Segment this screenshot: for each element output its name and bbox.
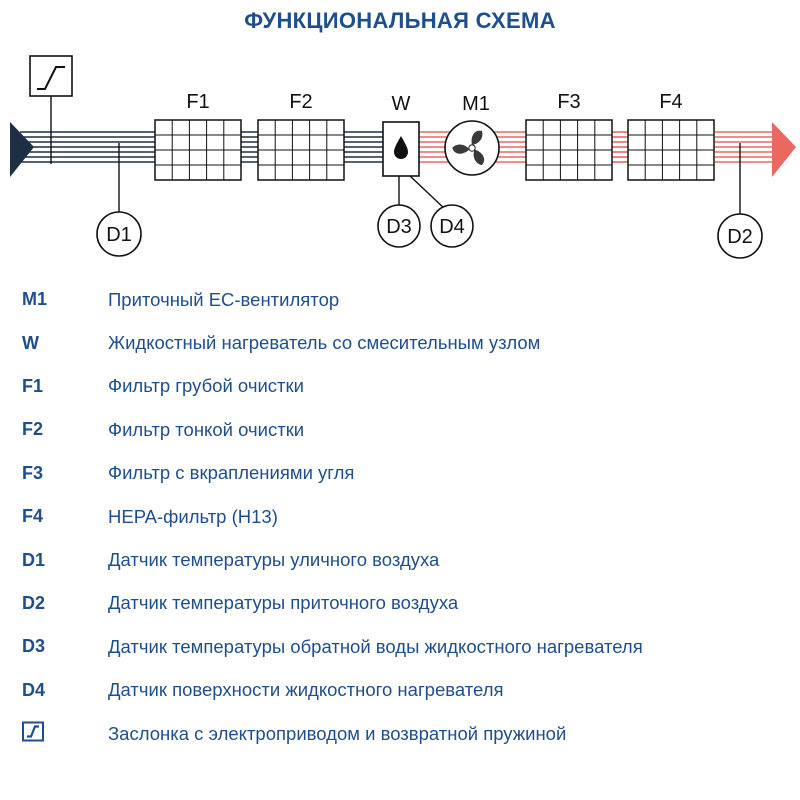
legend-code: D4 <box>22 679 46 700</box>
filter-f4 <box>627 119 715 181</box>
legend-description: Датчик температуры обратной воды жидкост… <box>108 635 643 657</box>
filter-f1 <box>154 119 242 181</box>
filter-f3 <box>525 119 613 181</box>
legend-description: Фильтр с вкраплениями угля <box>108 462 355 484</box>
label-w: W <box>392 93 411 115</box>
label-f4: F4 <box>659 91 682 113</box>
water-drop-icon <box>394 136 408 159</box>
legend-row: D4 Датчик поверхности жидкостного нагрева… <box>0 669 800 712</box>
legend-code: D1 <box>22 549 46 570</box>
legend-code: F4 <box>22 506 44 527</box>
legend-description: HEPA-фильтр (H13) <box>108 505 278 527</box>
legend-row: W Жидкостный нагреватель со смесительным … <box>0 321 800 364</box>
legend-row: D1 Датчик температуры уличного воздуха <box>0 538 800 581</box>
sensor-d4: D4 <box>430 204 474 248</box>
legend-description: Фильтр тонкой очистки <box>108 418 305 440</box>
label-d2: D2 <box>727 226 753 248</box>
damper-actuator-icon <box>29 55 73 164</box>
label-m1: M1 <box>462 93 490 115</box>
legend-code: F2 <box>22 419 44 440</box>
label-f3: F3 <box>557 91 580 113</box>
sensor-d2: D2 <box>717 213 763 259</box>
legend-row: F3 Фильтр с вкраплениями угля <box>0 452 800 495</box>
legend-row: Заслонка с электроприводом и возвратной … <box>0 712 800 755</box>
filter-f2 <box>257 119 345 181</box>
sensor-d1: D1 <box>96 211 142 257</box>
legend-description: Фильтр грубой очистки <box>108 375 304 397</box>
fan-icon <box>444 120 500 176</box>
label-f2: F2 <box>289 91 312 113</box>
legend-code: F3 <box>22 462 44 483</box>
legend-code: D2 <box>22 592 46 613</box>
label-d3: D3 <box>386 216 412 238</box>
legend-row: D2 Датчик температуры приточного воздуха <box>0 582 800 625</box>
label-d1: D1 <box>106 224 132 246</box>
damper-actuator-icon <box>22 721 44 746</box>
outflow-arrow <box>772 122 796 177</box>
water-heater <box>382 121 420 177</box>
legend-description: Заслонка с электроприводом и возвратной … <box>108 722 567 744</box>
legend-description: Датчик температуры приточного воздуха <box>108 592 459 614</box>
sensor-leaders <box>118 143 741 216</box>
inflow-arrow <box>10 122 34 177</box>
inflow-lines <box>20 131 383 163</box>
label-d4: D4 <box>439 216 465 238</box>
legend-row: F2 Фильтр тонкой очистки <box>0 408 800 451</box>
legend-row: M1 Приточный ЕС-вентилятор <box>0 278 800 321</box>
legend-code: M1 <box>22 289 48 310</box>
legend-row: F1 Фильтр грубой очистки <box>0 365 800 408</box>
legend-description: Датчик температуры уличного воздуха <box>108 549 440 571</box>
legend-row: D3 Датчик температуры обратной воды жидко… <box>0 625 800 668</box>
page-title: ФУНКЦИОНАЛЬНАЯ СХЕМА <box>244 8 556 33</box>
legend-code: F1 <box>22 375 44 396</box>
label-f1: F1 <box>186 91 209 113</box>
sensor-d3: D3 <box>377 204 421 248</box>
legend-description: Приточный ЕС-вентилятор <box>108 288 340 310</box>
legend-description: Жидкостный нагреватель со смесительным у… <box>108 332 541 354</box>
legend-description: Датчик поверхности жидкостного нагревате… <box>108 679 504 701</box>
legend-code: D3 <box>22 636 46 657</box>
functional-diagram: F1 F2 W M1 F3 F4 D1 D3 D4 D2 <box>10 55 796 259</box>
legend-row: F4 HEPA-фильтр (H13) <box>0 495 800 538</box>
legend-code: W <box>22 332 39 353</box>
